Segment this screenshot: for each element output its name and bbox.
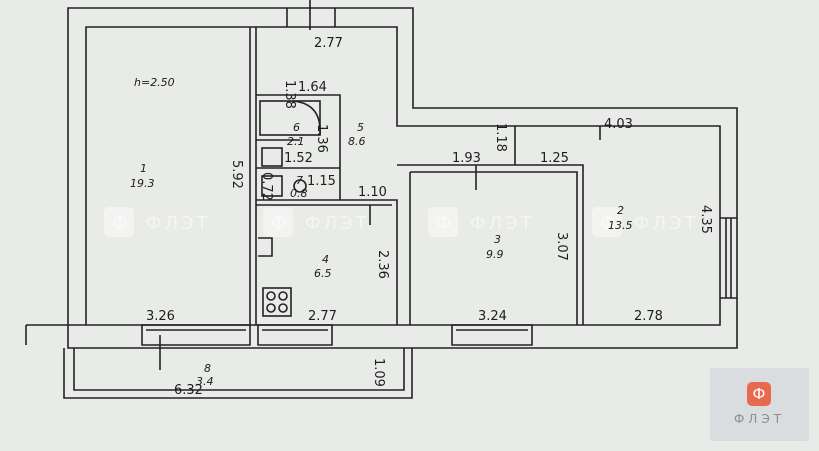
watermark-icon-4 xyxy=(592,207,622,237)
room-area: 6.5 xyxy=(314,267,332,280)
flat-logo: Ф ФЛЭТ xyxy=(710,368,809,441)
watermark-icon-text-3: Ф xyxy=(436,213,455,234)
dim-label: 3.26 xyxy=(146,309,175,324)
dim-label: 1.38 xyxy=(282,80,297,109)
dimension-labels: 2.77 1.38 1.64 4.03 1.18 1.93 1.25 1.36 … xyxy=(146,36,713,398)
dim-label: 2.78 xyxy=(634,309,663,324)
watermark-text-4: ФЛЭТ xyxy=(634,213,699,234)
room-number: 1 xyxy=(140,162,147,175)
watermark-text-1: ФЛЭТ xyxy=(146,213,211,234)
walls xyxy=(25,0,738,399)
dim-label: 3.24 xyxy=(478,309,507,324)
dim-label: 1.25 xyxy=(540,151,569,166)
dim-label: 1.93 xyxy=(452,151,481,166)
dim-label: 0.72 xyxy=(259,172,274,201)
dim-label: 4.35 xyxy=(698,205,713,234)
dim-label: 2.77 xyxy=(314,36,343,51)
dim-label: 1.36 xyxy=(314,124,329,153)
room-number: 2 xyxy=(617,204,624,217)
dim-label: 6.32 xyxy=(174,383,203,398)
room-area: 0.8 xyxy=(290,187,308,200)
watermark-icon-text-4: Ф xyxy=(600,213,619,234)
dim-label: 2.36 xyxy=(375,250,390,279)
room-number: 5 xyxy=(357,121,364,134)
watermark-text-2: ФЛЭТ xyxy=(305,213,370,234)
room-area: 3.4 xyxy=(196,375,214,388)
dim-label: 1.10 xyxy=(358,185,387,200)
room-number: 3 xyxy=(494,233,501,246)
dim-label: 1.64 xyxy=(298,80,327,95)
dim-label: 2.77 xyxy=(308,309,337,324)
watermark-icon-text-2: Ф xyxy=(271,213,290,234)
room-labels: 1 19.3 2 13.5 3 9.9 4 6.5 5 8.6 6 2.1 7 … xyxy=(130,121,633,388)
room-area: 2.1 xyxy=(287,135,305,148)
room-area: 13.5 xyxy=(608,219,633,232)
room-number: 4 xyxy=(322,253,329,266)
dim-label: 3.07 xyxy=(554,232,569,261)
dim-label: 1.18 xyxy=(493,123,508,152)
logo-text: ФЛЭТ xyxy=(733,412,786,426)
watermark-icon-text-1: Ф xyxy=(112,213,131,234)
room-area: 8.6 xyxy=(348,135,366,148)
dim-label: 4.03 xyxy=(604,117,633,132)
ceiling-height-label: h=2.50 xyxy=(134,76,175,89)
dim-label: 1.15 xyxy=(307,174,336,189)
dim-label: 5.92 xyxy=(229,160,244,189)
dim-label: 1.09 xyxy=(371,358,386,387)
dim-label: 1.52 xyxy=(284,151,313,166)
watermark-icon-3 xyxy=(428,207,458,237)
watermark-text-3: ФЛЭТ xyxy=(470,213,535,234)
logo-icon: Ф xyxy=(747,382,771,406)
room-number: 7 xyxy=(296,174,303,187)
room-area: 9.9 xyxy=(486,248,504,261)
watermark-icon-1 xyxy=(104,207,134,237)
room-number: 6 xyxy=(293,121,300,134)
watermark-icon-2 xyxy=(263,207,293,237)
room-number: 8 xyxy=(204,362,211,375)
room-area: 19.3 xyxy=(130,177,155,190)
watermarks: Ф ФЛЭТ Ф ФЛЭТ Ф ФЛЭТ Ф ФЛЭТ xyxy=(104,207,699,237)
